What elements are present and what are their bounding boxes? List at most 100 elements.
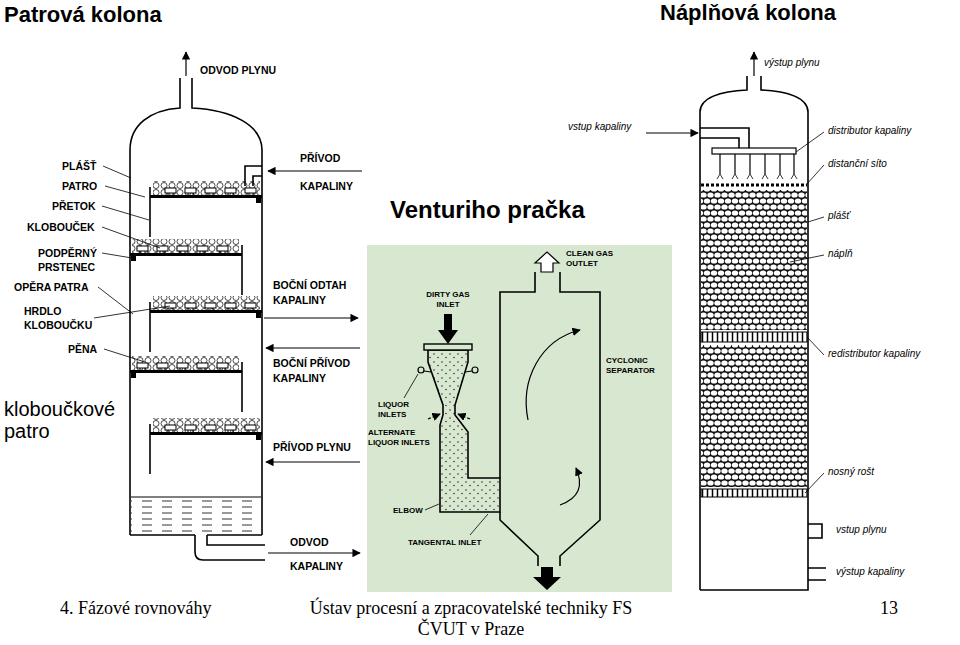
tray-column <box>185 52 186 76</box>
tray-column <box>131 497 261 498</box>
stream-label: BOČNÍ ODTAH KAPALINY <box>273 278 373 308</box>
packed-column <box>701 345 807 487</box>
packed-column <box>701 184 807 187</box>
tray-column <box>130 195 262 440</box>
tray-column <box>256 198 261 203</box>
part-label: CLEAN GAS OUTLET <box>566 249 620 269</box>
leader-lines <box>808 217 824 222</box>
tray-column <box>225 425 236 432</box>
venturi-scrubber <box>367 245 672 592</box>
venturi-scrubber <box>418 367 424 373</box>
leader-lines <box>102 253 132 258</box>
leader-lines <box>806 165 824 185</box>
footer-text: Ústav procesní a zpracovatelské techniky… <box>306 598 636 640</box>
packed-column <box>701 489 807 497</box>
stream-label: BOČNÍ PŘÍVOD KAPALINY <box>273 356 378 386</box>
tray-column <box>264 317 358 318</box>
section-heading: Venturiho pračka <box>390 196 585 224</box>
tray-column <box>225 303 236 310</box>
part-label: CYCLONIC SEPARATOR <box>606 356 664 376</box>
packed-column <box>700 76 826 590</box>
packed-column <box>700 128 749 148</box>
venturi-scrubber <box>425 504 439 510</box>
tray-column <box>131 256 136 261</box>
tray-column <box>268 170 362 171</box>
part-label: distanční síto <box>828 158 887 170</box>
tray-column <box>157 246 168 253</box>
part-label: distributor kapaliny <box>828 125 911 137</box>
venturi-scrubber <box>526 330 580 420</box>
tray-column <box>130 253 242 256</box>
part-label: TANGENTAL INLET <box>408 538 481 547</box>
packed-column <box>717 174 797 179</box>
tray-column <box>205 303 216 310</box>
tray-column <box>150 310 262 313</box>
tray-column <box>153 296 260 310</box>
tray-column <box>177 363 188 370</box>
leader-lines <box>98 287 133 314</box>
tray-column <box>205 188 216 195</box>
stream-label: ODVOD KAPALINY <box>290 530 365 578</box>
venturi-scrubber <box>404 374 418 398</box>
tray-column <box>130 78 265 560</box>
tray-column <box>130 534 262 536</box>
tray-column <box>217 246 228 253</box>
venturi-scrubber <box>472 367 478 373</box>
tray-column <box>205 425 216 432</box>
part-label: ELBOW <box>393 506 423 515</box>
tray-column <box>130 78 180 535</box>
stream-label: vstup plynu <box>836 524 887 536</box>
tray-column <box>131 497 261 535</box>
leader-lines <box>805 473 824 493</box>
packed-column <box>808 524 822 538</box>
part-label: PATRO <box>62 180 97 192</box>
tray-column <box>185 425 196 432</box>
tray-column <box>197 246 208 253</box>
leader-lines <box>796 132 824 152</box>
leader-lines <box>94 166 170 362</box>
tray-column <box>217 363 228 370</box>
tray-column <box>150 195 262 198</box>
packed-column <box>700 76 808 590</box>
part-label: LIQUOR INLETS <box>378 400 420 420</box>
tray-column <box>195 535 265 560</box>
tray-column <box>157 363 168 370</box>
part-label: KLOBOUČEK <box>27 221 95 233</box>
tray-column <box>149 187 151 237</box>
tray-column <box>132 356 239 370</box>
column-heading: Náplňová kolona <box>660 0 836 25</box>
stream-label: PŘÍVOD KAPALINY <box>300 144 380 200</box>
tray-column <box>192 78 262 535</box>
packed-column <box>646 52 826 590</box>
packed-column <box>646 132 698 133</box>
leader-lines <box>104 349 145 362</box>
part-label: PODPĚRNÝ PRSTENEC <box>38 246 126 274</box>
part-label: ALTERNATE LIQUOR INLETS <box>368 428 438 448</box>
packed-column <box>753 52 754 76</box>
tray-column <box>132 239 239 253</box>
tray-column <box>266 461 360 462</box>
tray-column <box>241 362 243 412</box>
venturi-scrubber <box>533 567 561 590</box>
stream-label: PŘÍVOD PLYNU <box>273 441 351 453</box>
tray-column <box>266 347 360 348</box>
venturi-scrubber <box>428 350 500 512</box>
tray-column <box>245 425 256 432</box>
leader-lines <box>94 306 170 318</box>
packed-column <box>808 568 826 580</box>
stream-label: vstup kapaliny <box>568 121 631 133</box>
tray-column <box>245 188 256 195</box>
tray-column <box>185 303 196 310</box>
tray-column <box>137 246 148 253</box>
tray-column <box>245 166 262 186</box>
leader-lines <box>102 227 160 248</box>
leader-lines <box>105 186 145 197</box>
footer-text: 4. Fázové rovnováhy <box>60 598 211 619</box>
venturi-scrubber <box>424 371 431 372</box>
part-label: nosný rošt <box>828 466 874 478</box>
packed-column <box>720 154 794 174</box>
venturi-scrubber <box>470 514 488 535</box>
leader-lines <box>103 166 131 178</box>
